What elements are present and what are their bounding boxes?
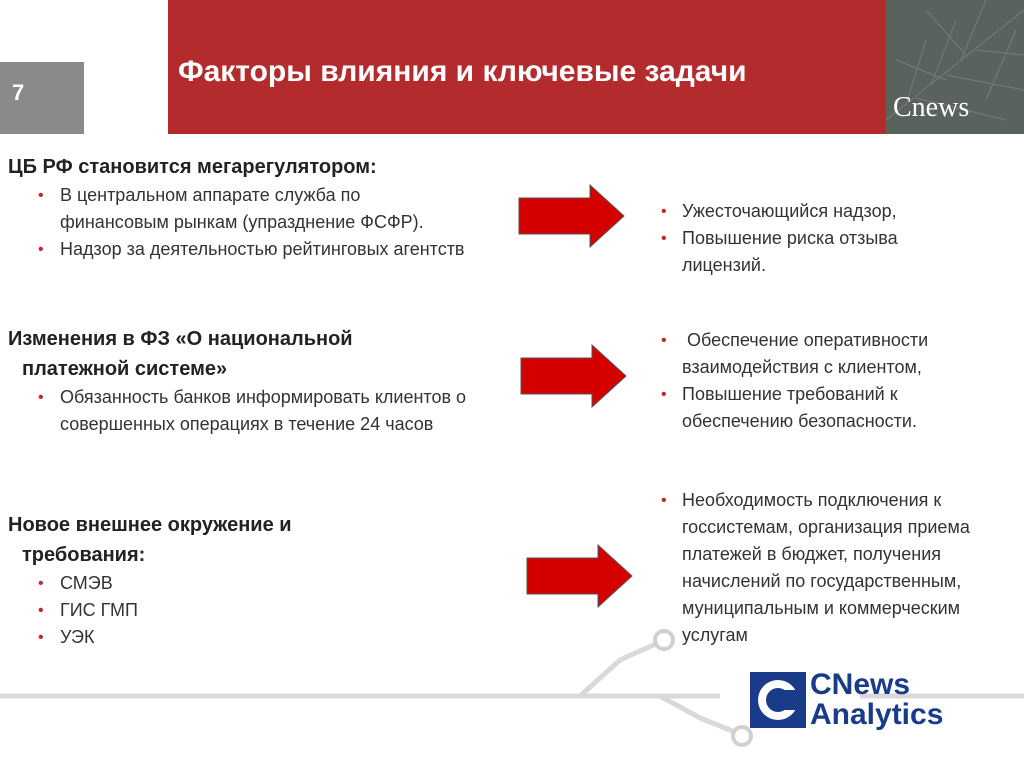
section-heading-line: Изменения в ФЗ «О национальной bbox=[8, 328, 353, 350]
list-item: Обеспечение оперативности взаимодействия… bbox=[661, 327, 1002, 381]
section-heading: ЦБ РФ становится мегарегулятором: bbox=[8, 152, 508, 182]
result-2: Обеспечение оперативности взаимодействия… bbox=[660, 327, 1020, 435]
result-list: Обеспечение оперативности взаимодействия… bbox=[660, 327, 1020, 435]
cnews-analytics-logo-text: CNews Analytics bbox=[810, 670, 943, 730]
section-list: Обязанность банков информировать клиенто… bbox=[8, 384, 508, 438]
section-1: ЦБ РФ становится мегарегулятором: В цент… bbox=[8, 152, 508, 263]
arrow-right-icon bbox=[518, 184, 625, 248]
leaf-veins bbox=[886, 0, 1024, 121]
section-heading-line: платежной системе» bbox=[22, 358, 228, 380]
list-item: УЭК bbox=[38, 624, 508, 651]
list-item: СМЭВ bbox=[38, 570, 508, 597]
list-item: Повышение риска отзыва лицензий. bbox=[661, 225, 972, 279]
section-heading: Изменения в ФЗ «О национальной платежной… bbox=[8, 324, 508, 384]
result-list: Ужесточающийся надзор, Повышение риска о… bbox=[660, 198, 1020, 279]
list-item: Ужесточающийся надзор, bbox=[661, 198, 1020, 225]
cnews-analytics-logo-mark bbox=[750, 672, 806, 728]
logo-line-1: CNews bbox=[810, 668, 911, 701]
logo-line-2: Analytics bbox=[810, 698, 944, 731]
list-item: Обязанность банков информировать клиенто… bbox=[38, 384, 480, 438]
result-3: Необходимость подключения к госсистемам,… bbox=[660, 487, 1020, 649]
section-heading-line: ЦБ РФ становится мегарегулятором: bbox=[8, 156, 377, 178]
cnews-header-logo: Cnews bbox=[893, 92, 970, 123]
result-list: Необходимость подключения к госсистемам,… bbox=[660, 487, 1020, 649]
arrow-right-icon bbox=[526, 544, 633, 608]
leaf-texture-image bbox=[886, 0, 1024, 134]
page-title: Факторы влияния и ключевые задачи bbox=[178, 55, 747, 88]
section-list: В центральном аппарате служба по финансо… bbox=[8, 182, 508, 263]
arrow-right-icon bbox=[520, 344, 627, 408]
result-1: Ужесточающийся надзор, Повышение риска о… bbox=[660, 198, 1020, 279]
header-band bbox=[168, 0, 886, 134]
section-2: Изменения в ФЗ «О национальной платежной… bbox=[8, 324, 508, 438]
page-number: 7 bbox=[12, 80, 25, 105]
section-heading-line: требования: bbox=[22, 544, 146, 566]
page-number-box: 7 bbox=[0, 62, 84, 134]
circuit-decoration bbox=[0, 629, 1024, 747]
list-item: Повышение требований к обеспечению безоп… bbox=[661, 381, 1002, 435]
list-item: ГИС ГМП bbox=[38, 597, 508, 624]
section-list: СМЭВ ГИС ГМП УЭК bbox=[8, 570, 508, 651]
list-item: Необходимость подключения к госсистемам,… bbox=[661, 487, 1012, 649]
list-item: В центральном аппарате служба по финансо… bbox=[38, 182, 460, 236]
section-heading: Новое внешнее окружение и требования: bbox=[8, 510, 508, 570]
section-3: Новое внешнее окружение и требования: СМ… bbox=[8, 510, 508, 651]
section-heading-line: Новое внешнее окружение и bbox=[8, 514, 292, 536]
list-item: Надзор за деятельностью рейтинговых аген… bbox=[38, 236, 500, 263]
